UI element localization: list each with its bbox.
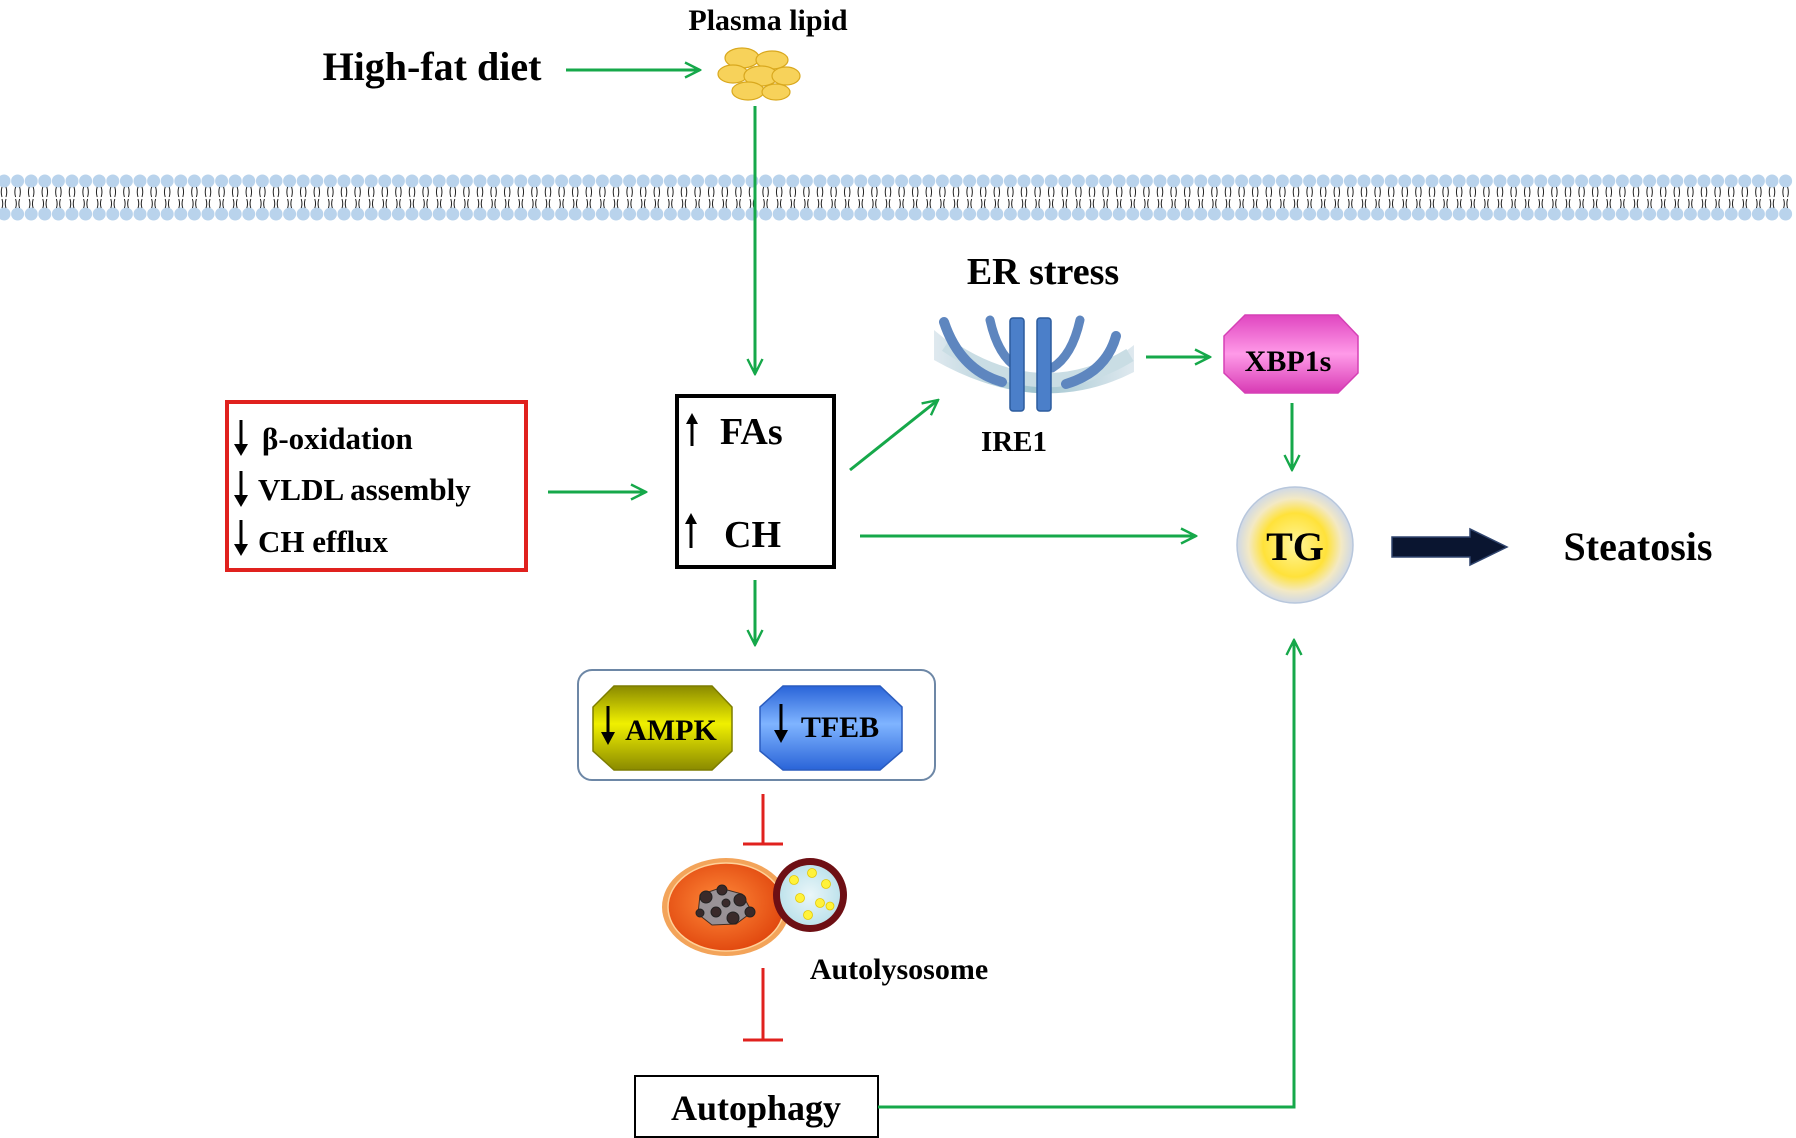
plasma-lipid-label: Plasma lipid xyxy=(688,4,848,37)
arrow-autophagy-to-tg xyxy=(878,640,1294,1109)
fas-ch-box xyxy=(675,394,836,569)
ampk-node xyxy=(592,685,733,771)
inhibition-ampk-to-autolysosome xyxy=(743,794,783,846)
autolysosome-label: Autolysosome xyxy=(810,953,988,986)
tfeb-label: TFEB xyxy=(801,711,879,744)
cell-membrane xyxy=(0,174,1793,221)
autolysosome-icon xyxy=(662,858,847,956)
ampk-label: AMPK xyxy=(625,714,717,747)
high-fat-diet-label: High-fat diet xyxy=(323,44,543,89)
ch-label: CH xyxy=(724,514,781,556)
vldl-assembly-label: VLDL assembly xyxy=(258,472,471,507)
plasma-lipid-droplets xyxy=(717,47,801,101)
up-arrow-icon xyxy=(685,513,697,548)
down-arrow-icon xyxy=(234,471,248,507)
tg-label: TG xyxy=(1266,524,1324,569)
inhibition-autolysosome-to-autophagy xyxy=(743,968,783,1042)
arrow-box-to-ire1 xyxy=(849,400,938,472)
beta-oxidation-label: β-oxidation xyxy=(262,421,413,456)
ire1-label: IRE1 xyxy=(981,426,1047,458)
xbp1s-label: XBP1s xyxy=(1245,345,1332,378)
ch-efflux-label: CH efflux xyxy=(258,524,389,559)
xbp1s-node xyxy=(1223,314,1359,394)
autophagy-label: Autophagy xyxy=(671,1088,841,1128)
steatosis-label: Steatosis xyxy=(1564,524,1713,569)
er-stress-label: ER stress xyxy=(967,251,1119,293)
fas-label: FAs xyxy=(720,411,783,453)
down-arrow-icon xyxy=(234,520,248,556)
down-arrow-icon xyxy=(774,704,788,743)
big-right-arrow-icon xyxy=(1391,527,1509,567)
impaired-metabolism-box xyxy=(225,400,528,572)
down-arrow-icon xyxy=(234,420,248,456)
tfeb-node xyxy=(759,685,903,771)
up-arrow-icon xyxy=(686,413,698,446)
down-arrow-icon xyxy=(601,706,615,745)
ire1-receptor-icon xyxy=(934,315,1134,412)
tg-node xyxy=(1236,486,1354,604)
